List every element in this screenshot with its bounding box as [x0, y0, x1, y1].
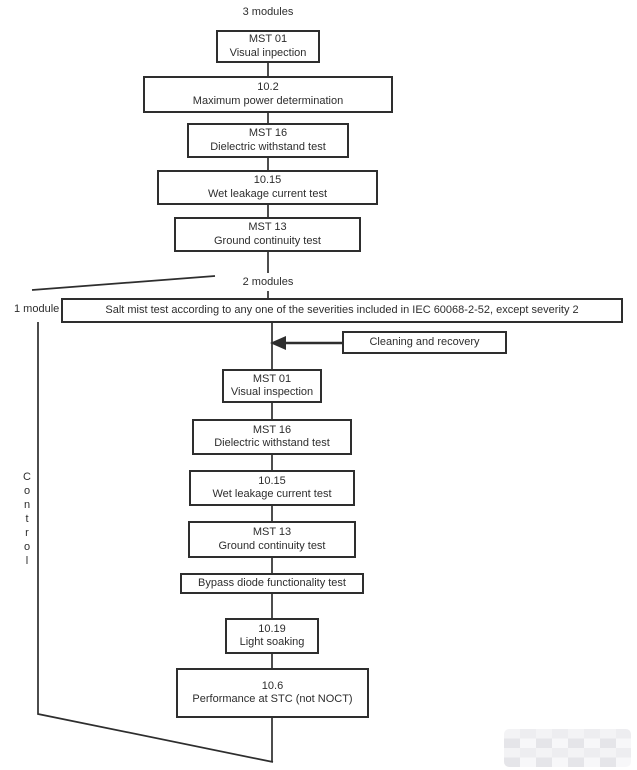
- test-name: Ground continuity test: [218, 539, 326, 552]
- flow1-box-mst13: MST 13 Ground continuity test: [174, 217, 361, 252]
- test-code: MST 16: [248, 127, 288, 139]
- test-code: 10.15: [258, 474, 286, 487]
- test-name: Wet leakage current test: [212, 488, 332, 500]
- flow2-box-10-6: 10.6 Performance at STC (not NOCT): [176, 668, 369, 718]
- test-name: Ground continuity test: [213, 234, 321, 247]
- test-code: MST 13: [248, 221, 287, 233]
- flow2-box-10-19: 10.19 Light soaking: [225, 618, 319, 654]
- label-1-module: 1 module: [14, 303, 60, 315]
- test-code: MST 13: [252, 526, 292, 538]
- test-name: Visual inpection: [229, 46, 307, 59]
- test-name: Wet leakage current test: [207, 187, 328, 200]
- watermark-blur: [504, 729, 631, 767]
- flow1-box-mst01: MST 01 Visual inpection: [216, 30, 320, 63]
- flow2-box-mst16: MST 16 Dielectric withstand test: [192, 419, 352, 455]
- label-2-modules: 2 modules: [242, 276, 294, 288]
- flow1-box-10-2: 10.2 Maximum power determination: [143, 76, 393, 113]
- label-3-modules: 3 modules: [242, 6, 294, 18]
- test-name: Dielectric withstand test: [214, 437, 330, 449]
- flow1-box-mst16: MST 16 Dielectric withstand test: [187, 123, 349, 158]
- salt-mist-text: Salt mist test according to any one of t…: [105, 303, 579, 316]
- control-loop-line: [37, 322, 274, 763]
- flow2-box-10-15: 10.15 Wet leakage current test: [189, 470, 355, 506]
- test-name: Light soaking: [239, 636, 305, 648]
- test-name: Performance at STC (not NOCT): [192, 693, 353, 705]
- flow2-box-mst01: MST 01 Visual inspection: [222, 369, 322, 403]
- test-name: Dielectric withstand test: [210, 140, 326, 153]
- flow1-box-10-15: 10.15 Wet leakage current test: [157, 170, 378, 205]
- test-code: MST 16: [252, 423, 292, 436]
- test-code: 10.19: [258, 622, 286, 635]
- test-name: Maximum power determination: [192, 94, 344, 107]
- label-control: Control: [21, 471, 33, 569]
- test-code: 10.15: [253, 174, 282, 186]
- salt-mist-box: Salt mist test according to any one of t…: [61, 298, 623, 323]
- arrow-left-icon: [270, 336, 286, 350]
- test-code: MST 01: [248, 33, 288, 45]
- flow2-box-bypass-diode: Bypass diode functionality test: [180, 573, 364, 594]
- test-code: 10.2: [257, 81, 279, 93]
- test-code: MST 01: [252, 372, 292, 385]
- test-code: 10.6: [261, 679, 284, 692]
- flow2-box-mst13: MST 13 Ground continuity test: [188, 521, 356, 558]
- fork-line: [31, 275, 216, 291]
- cleaning-recovery-text: Cleaning and recovery: [369, 335, 480, 348]
- cleaning-recovery-box: Cleaning and recovery: [342, 331, 507, 354]
- test-name: Bypass diode functionality test: [198, 576, 346, 589]
- test-name: Visual inspection: [230, 386, 314, 398]
